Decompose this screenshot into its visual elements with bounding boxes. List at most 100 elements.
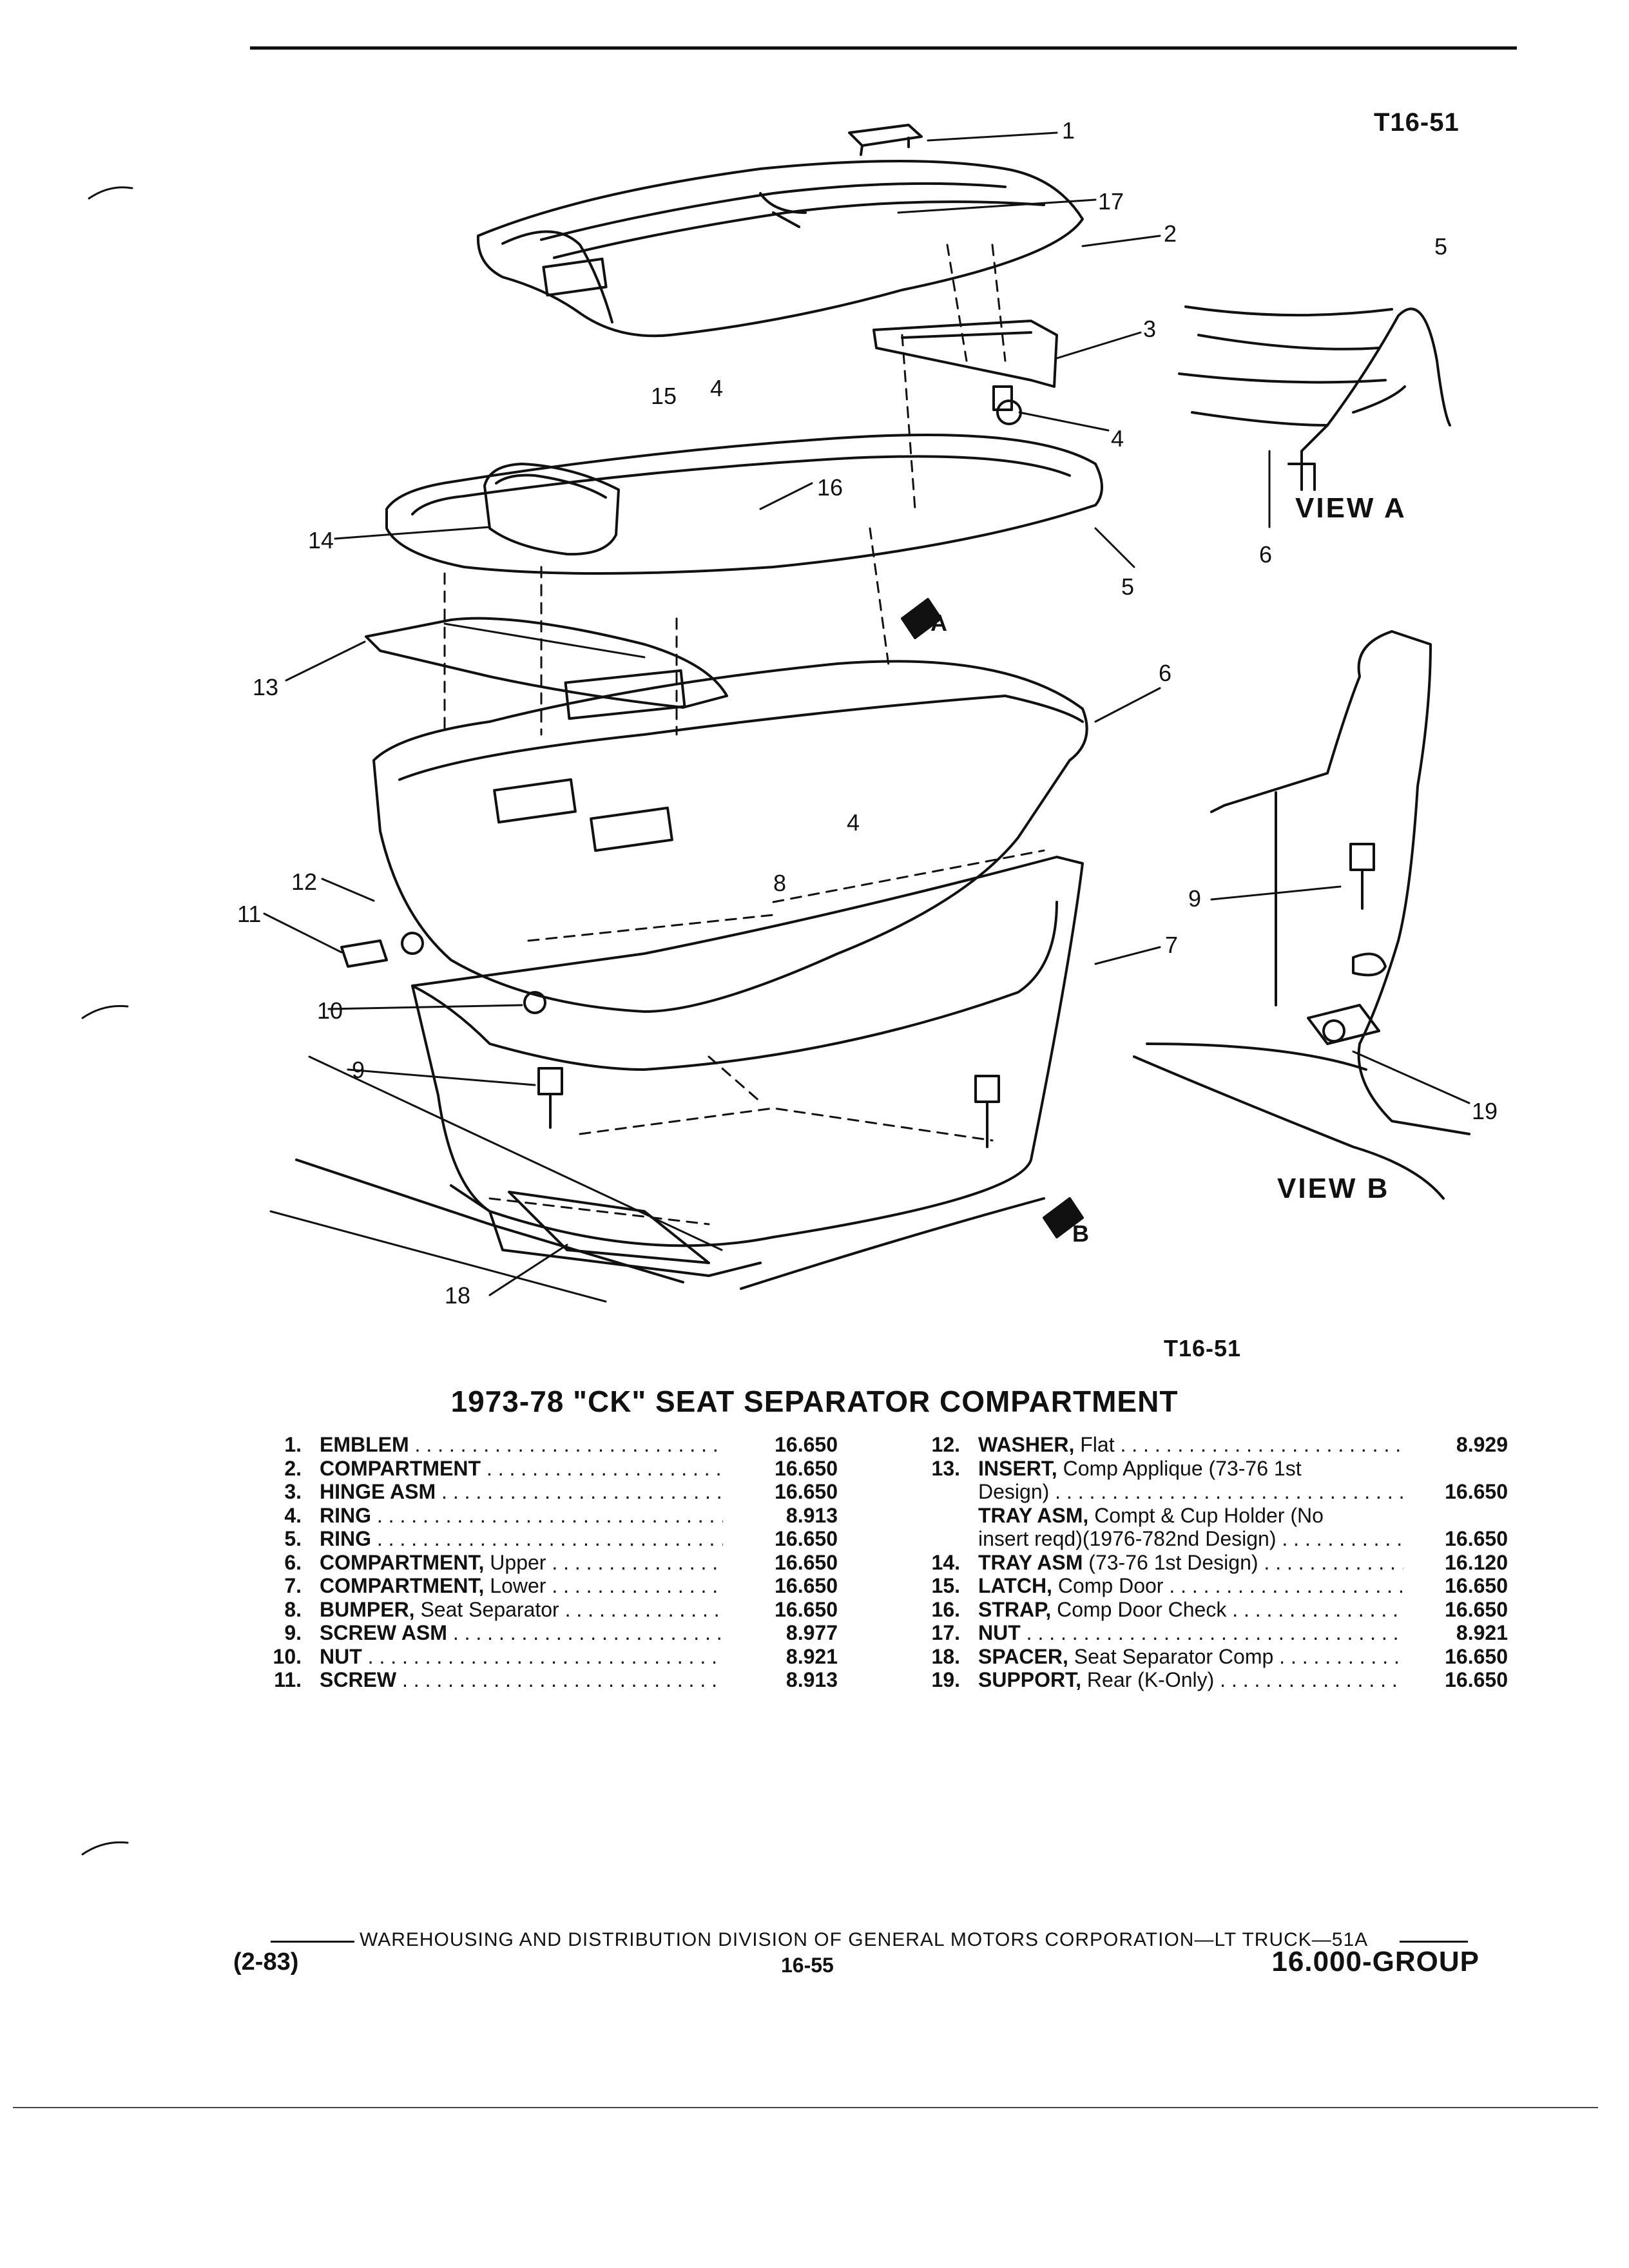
- part-name: SCREW: [320, 1668, 397, 1691]
- leader-dots: . . . . . . . . . . . . . . . . . . . . …: [1264, 1550, 1403, 1574]
- part-description: LATCH, Comp Door . . . . . . . . . . . .…: [978, 1574, 1403, 1598]
- callout-5-view-a: 5: [1434, 233, 1448, 260]
- part-reference: 16.650: [775, 1574, 838, 1597]
- part-number: 15.: [931, 1574, 960, 1597]
- part-description: TRAY ASM, Compt & Cup Holder (No: [978, 1504, 1403, 1528]
- part-number: 19.: [931, 1668, 960, 1691]
- part-reference: 16.650: [775, 1433, 838, 1456]
- part-name: COMPARTMENT: [320, 1456, 481, 1480]
- callout-4-right: 4: [1111, 425, 1124, 452]
- part-row: 4. RING . . . . . . . . . . . . . . . . .…: [219, 1504, 838, 1528]
- callout-17: 17: [1098, 188, 1124, 215]
- part-row: 2. COMPARTMENT . . . . . . . . . . . . . …: [219, 1457, 838, 1481]
- part-description: RING . . . . . . . . . . . . . . . . . .…: [320, 1504, 723, 1528]
- part-name: RING: [320, 1503, 371, 1527]
- part-reference: 8.921: [1456, 1621, 1508, 1644]
- part-qualifier: Rear (K-Only): [1081, 1668, 1215, 1691]
- part-reference: 16.120: [1445, 1550, 1508, 1574]
- leader-dots: . . . . . . . . . . . . . . . . . . . . …: [1279, 1644, 1403, 1668]
- part-row: 15. LATCH, Comp Door . . . . . . . . . . …: [896, 1574, 1508, 1598]
- part-number: 5.: [284, 1527, 302, 1550]
- leader-dots: . . . . . . . . . . . . . . . . . . . . …: [1169, 1574, 1403, 1597]
- leader-dots: . . . . . . . . . . . . . . . . . . . . …: [1282, 1527, 1403, 1550]
- callout-9: 9: [352, 1057, 365, 1083]
- part-row: 11. SCREW . . . . . . . . . . . . . . . .…: [219, 1668, 838, 1692]
- part-description: TRAY ASM (73-76 1st Design) . . . . . . …: [978, 1551, 1403, 1575]
- part-number: 2.: [284, 1456, 302, 1480]
- part-row: 3.HINGE ASM . . . . . . . . . . . . . . …: [219, 1480, 838, 1504]
- part-name: TRAY ASM,: [978, 1503, 1089, 1527]
- callout-15: 15: [651, 383, 677, 409]
- view-b-arrow-letter: B: [1072, 1220, 1089, 1247]
- part-reference: 16.650: [1445, 1574, 1508, 1597]
- callout-10: 10: [317, 997, 343, 1024]
- part-row: 7.COMPARTMENT, Lower . . . . . . . . . .…: [219, 1574, 838, 1598]
- part-reference: 16.650: [1445, 1527, 1508, 1550]
- ring-outline: [385, 434, 1103, 575]
- part-description: COMPARTMENT, Upper . . . . . . . . . . .…: [320, 1551, 723, 1575]
- part-qualifier: Upper: [484, 1550, 546, 1574]
- part-reference: 16.650: [1445, 1668, 1508, 1691]
- part-reference: 16.650: [1445, 1480, 1508, 1503]
- part-reference: 8.913: [786, 1668, 838, 1691]
- part-row: TRAY ASM, Compt & Cup Holder (No: [896, 1504, 1508, 1528]
- part-number: 4.: [284, 1503, 302, 1527]
- figure-code-top: T16-51: [1374, 108, 1460, 137]
- part-reference: 16.650: [1445, 1644, 1508, 1668]
- callout-3: 3: [1143, 316, 1157, 342]
- part-reference: 16.650: [775, 1597, 838, 1621]
- part-row: 16.STRAP, Comp Door Check . . . . . . . …: [896, 1598, 1508, 1622]
- view-a-arrow-letter: A: [930, 610, 947, 636]
- part-name: NUT: [978, 1621, 1021, 1644]
- part-row: 13.INSERT, Comp Applique (73-76 1st: [896, 1457, 1508, 1481]
- part-qualifier: Comp Door Check: [1051, 1597, 1227, 1621]
- part-reference: 16.650: [775, 1527, 838, 1550]
- part-row: 12.WASHER, Flat . . . . . . . . . . . . …: [896, 1433, 1508, 1457]
- leader-dots: . . . . . . . . . . . . . . . . . . . . …: [552, 1550, 723, 1574]
- part-number: 11.: [274, 1668, 302, 1691]
- part-row: 5. RING . . . . . . . . . . . . . . . . .…: [219, 1527, 838, 1551]
- leader-dots: . . . . . . . . . . . . . . . . . . . . …: [376, 1503, 723, 1527]
- leader-dots: . . . . . . . . . . . . . . . . . . . . …: [564, 1597, 723, 1621]
- callout-18: 18: [445, 1282, 471, 1309]
- callout-9-view-b: 9: [1188, 885, 1202, 912]
- view-a-label: VIEW A: [1295, 492, 1407, 524]
- part-qualifier: insert reqd)(1976-782nd Design): [978, 1527, 1277, 1550]
- part-qualifier: Design): [978, 1480, 1050, 1503]
- part-qualifier: Comp Applique (73-76 1st: [1057, 1456, 1302, 1480]
- figure-code-bottom: T16-51: [1164, 1335, 1242, 1361]
- part-row: 17. NUT . . . . . . . . . . . . . . . . .…: [896, 1621, 1508, 1645]
- part-description: INSERT, Comp Applique (73-76 1st: [978, 1457, 1403, 1481]
- footer-group: 16.000-GROUP: [1271, 1946, 1480, 1977]
- part-number: 7.: [284, 1574, 302, 1597]
- part-description: WASHER, Flat . . . . . . . . . . . . . .…: [978, 1433, 1403, 1457]
- part-description: NUT . . . . . . . . . . . . . . . . . . …: [320, 1645, 723, 1669]
- leader-dots: . . . . . . . . . . . . . . . . . . . . …: [1055, 1480, 1403, 1503]
- leader-dots: . . . . . . . . . . . . . . . . . . . . …: [1220, 1668, 1403, 1691]
- leader-dots: . . . . . . . . . . . . . . . . . . . . …: [376, 1527, 723, 1550]
- callout-4-top: 4: [710, 375, 724, 401]
- part-row: 18.SPACER, Seat Separator Comp . . . . .…: [896, 1645, 1508, 1669]
- lid-outline: [476, 160, 1084, 338]
- part-number: 16.: [931, 1597, 960, 1621]
- part-reference: 16.650: [775, 1456, 838, 1480]
- part-description: COMPARTMENT . . . . . . . . . . . . . . …: [320, 1457, 723, 1481]
- part-name: INSERT,: [978, 1456, 1057, 1480]
- scan-edge-line: [13, 2107, 1598, 2108]
- part-reference: 16.650: [775, 1480, 838, 1503]
- part-number: 9.: [284, 1621, 302, 1644]
- lower-compartment-outline: [411, 856, 1084, 1247]
- parts-list-left: 1.EMBLEM . . . . . . . . . . . . . . . .…: [219, 1433, 838, 1692]
- part-name: COMPARTMENT,: [320, 1574, 485, 1597]
- part-description: SCREW ASM . . . . . . . . . . . . . . . …: [320, 1621, 723, 1645]
- part-description: SCREW . . . . . . . . . . . . . . . . . …: [320, 1668, 723, 1692]
- leader-dots: . . . . . . . . . . . . . . . . . . . . …: [402, 1668, 723, 1691]
- part-qualifier: (73-76 1st Design): [1083, 1550, 1258, 1574]
- leader-dots: . . . . . . . . . . . . . . . . . . . . …: [452, 1621, 723, 1644]
- part-description: RING . . . . . . . . . . . . . . . . . .…: [320, 1527, 723, 1551]
- part-description: NUT . . . . . . . . . . . . . . . . . . …: [978, 1621, 1403, 1645]
- leader-dots: . . . . . . . . . . . . . . . . . . . . …: [552, 1574, 723, 1597]
- part-number: 17.: [931, 1621, 960, 1644]
- part-name: LATCH,: [978, 1574, 1052, 1597]
- page-title: 1973-78 "CK" SEAT SEPARATOR COMPARTMENT: [450, 1385, 1179, 1418]
